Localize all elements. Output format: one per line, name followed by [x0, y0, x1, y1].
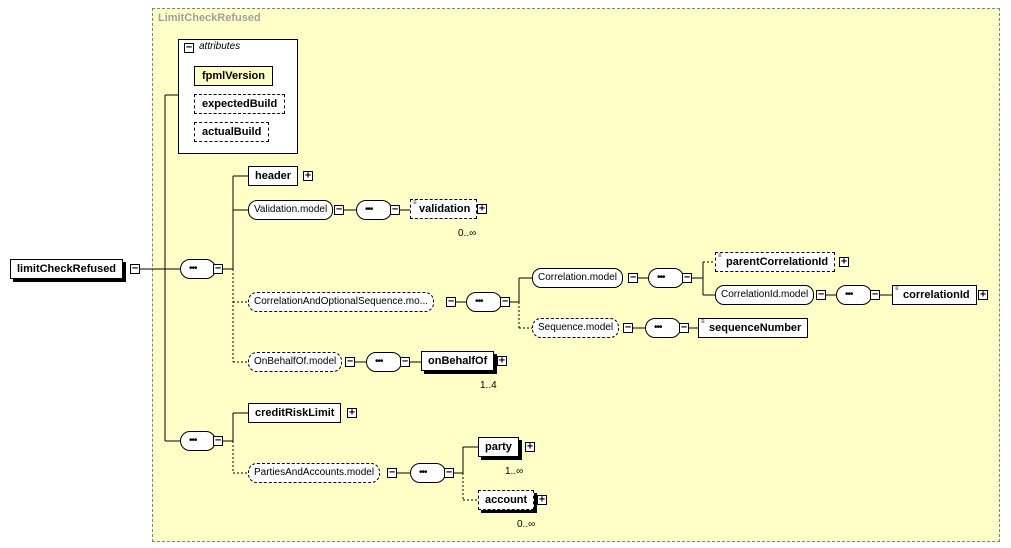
validation-model-group[interactable]: Validation.model — [248, 200, 334, 220]
sequence-model-group[interactable]: Sequence.model — [532, 318, 620, 338]
documentation-icon: ≡ — [718, 253, 722, 259]
collapse-icon[interactable]: − — [444, 467, 454, 478]
account-label: account — [485, 494, 528, 506]
validation-model-label: Validation.model — [254, 204, 328, 215]
collapse-icon[interactable]: − — [446, 296, 456, 307]
root-element-label: limitCheckRefused — [17, 263, 117, 275]
party-label: party — [485, 441, 512, 453]
correlation-id-model-group[interactable]: CorrelationId.model — [715, 285, 815, 305]
on-behalf-of-model-label: OnBehalfOf.model — [254, 356, 337, 367]
occurrence-label: 0..∞ — [517, 519, 536, 530]
sequence-compositor-icon[interactable]: ••• — [645, 318, 681, 338]
collapse-icon[interactable]: − — [679, 322, 689, 333]
correlation-id-element[interactable]: ≡ correlationId — [892, 285, 977, 305]
party-element[interactable]: party — [478, 437, 519, 457]
expand-icon[interactable]: + — [978, 289, 988, 300]
collapse-icon[interactable]: − — [213, 435, 223, 446]
validation-element[interactable]: ≡ validation — [410, 199, 478, 219]
correlation-id-model-label: CorrelationId.model — [721, 289, 809, 300]
correlation-model-label: Correlation.model — [538, 272, 617, 283]
collapse-icon[interactable]: − — [184, 42, 194, 53]
occurrence-label: 1..4 — [480, 380, 497, 391]
occurrence-label: 1..∞ — [505, 466, 524, 477]
documentation-icon: ≡ — [701, 319, 705, 325]
collapse-icon[interactable]: − — [334, 204, 344, 215]
parties-and-accounts-model-group[interactable]: PartiesAndAccounts.model — [248, 463, 381, 483]
expand-icon[interactable]: + — [497, 355, 507, 366]
attributes-label: attributes — [199, 41, 241, 52]
expand-icon[interactable]: + — [477, 203, 487, 214]
parent-correlation-id-element[interactable]: ≡ parentCorrelationId — [715, 252, 836, 272]
parties-and-accounts-model-label: PartiesAndAccounts.model — [254, 467, 375, 478]
attribute-expected-build[interactable]: expectedBuild — [194, 94, 286, 114]
parent-correlation-id-label: parentCorrelationId — [726, 256, 829, 268]
credit-risk-limit-element[interactable]: creditRiskLimit — [248, 403, 342, 423]
sequence-number-element[interactable]: ≡ sequenceNumber — [698, 318, 809, 338]
validation-label: validation — [419, 203, 471, 215]
sequence-compositor-icon[interactable]: ••• — [836, 285, 872, 305]
occurrence-label: 0..∞ — [458, 228, 477, 239]
panel-title: LimitCheckRefused — [158, 12, 261, 24]
sequence-compositor-icon[interactable]: ••• — [466, 292, 502, 312]
documentation-icon: ≡ — [895, 286, 899, 292]
account-element[interactable]: account — [478, 490, 535, 510]
sequence-compositor-icon[interactable]: ••• — [356, 200, 392, 220]
collapse-icon[interactable]: − — [345, 356, 355, 367]
collapse-icon[interactable]: − — [500, 296, 510, 307]
root-element-node[interactable]: limitCheckRefused — [10, 259, 124, 279]
expand-icon[interactable]: + — [347, 407, 357, 418]
choice-compositor-icon[interactable]: ••• — [648, 268, 684, 288]
collapse-icon[interactable]: − — [816, 289, 826, 300]
sequence-compositor-icon[interactable]: ••• — [180, 259, 216, 279]
expand-icon[interactable]: + — [525, 441, 535, 452]
documentation-icon: ≡ — [413, 200, 417, 206]
header-label: header — [255, 170, 292, 182]
collapse-icon[interactable]: − — [682, 272, 692, 283]
collapse-icon[interactable]: − — [870, 289, 880, 300]
collapse-icon[interactable]: − — [623, 322, 633, 333]
correlation-id-label: correlationId — [903, 289, 970, 301]
credit-risk-limit-label: creditRiskLimit — [255, 407, 335, 419]
expand-icon[interactable]: + — [303, 170, 313, 181]
correlation-model-group[interactable]: Correlation.model — [532, 268, 623, 288]
collapse-icon[interactable]: − — [628, 272, 638, 283]
collapse-icon[interactable]: − — [387, 467, 397, 478]
collapse-icon[interactable]: − — [390, 204, 400, 215]
correlation-and-optional-sequence-label: CorrelationAndOptionalSequence.mo... — [254, 296, 428, 307]
sequence-compositor-icon[interactable]: ••• — [366, 352, 402, 372]
expand-icon[interactable]: + — [537, 494, 547, 505]
attribute-actual-build[interactable]: actualBuild — [194, 122, 270, 142]
sequence-number-label: sequenceNumber — [709, 322, 802, 334]
on-behalf-of-model-group[interactable]: OnBehalfOf.model — [248, 352, 343, 372]
correlation-and-optional-sequence-group[interactable]: CorrelationAndOptionalSequence.mo... — [248, 292, 434, 312]
on-behalf-of-element[interactable]: onBehalfOf — [421, 351, 495, 371]
on-behalf-of-label: onBehalfOf — [428, 355, 488, 367]
header-element[interactable]: header — [248, 166, 299, 186]
collapse-icon[interactable]: − — [213, 263, 223, 274]
sequence-compositor-icon[interactable]: ••• — [180, 431, 216, 451]
sequence-compositor-icon[interactable]: ••• — [410, 463, 446, 483]
attribute-fpml-version[interactable]: fpmlVersion — [194, 66, 273, 86]
sequence-model-label: Sequence.model — [538, 322, 614, 333]
collapse-icon[interactable]: − — [400, 356, 410, 367]
collapse-icon[interactable]: − — [130, 263, 140, 274]
expand-icon[interactable]: + — [839, 256, 849, 267]
